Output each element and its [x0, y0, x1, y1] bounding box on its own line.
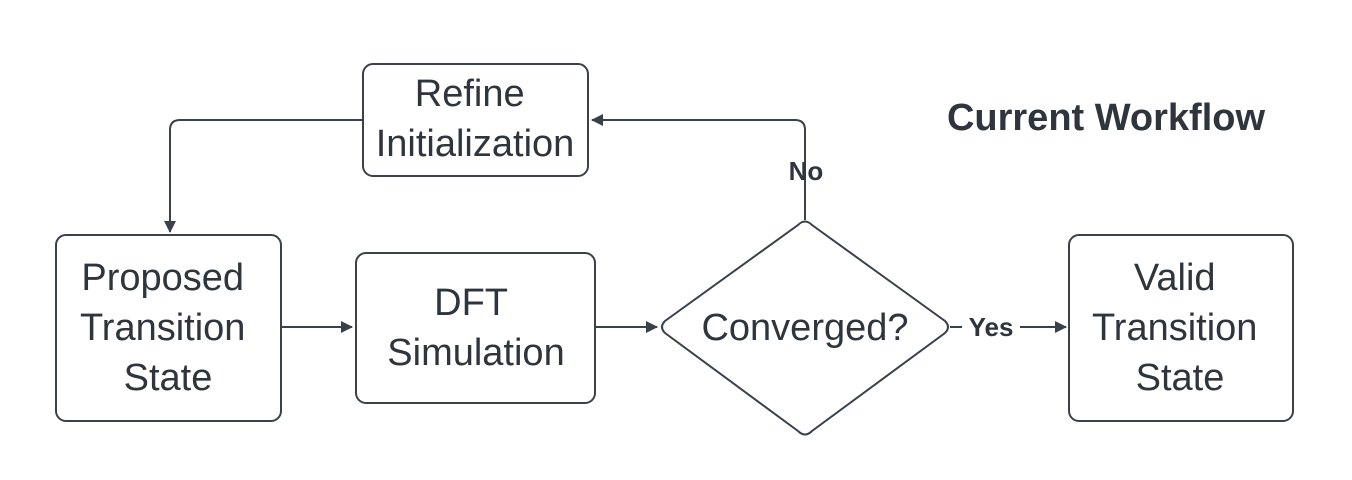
- refine-initialization-label: Refine Initialization: [376, 73, 575, 165]
- valid-transition-state-box: [1068, 234, 1294, 422]
- diagram-title: Current Workflow: [947, 97, 1266, 139]
- edge-label-yes: Yes: [969, 312, 1014, 342]
- proposed-transition-state-label: Proposed Transition State: [80, 257, 256, 399]
- proposed-transition-state-box: [55, 234, 282, 422]
- edge-label-no: No: [789, 156, 824, 186]
- converged-decision-label: Converged?: [701, 307, 908, 349]
- edge-refine-to-proposed: [164, 119, 363, 233]
- dft-simulation-box: [355, 252, 596, 404]
- dft-simulation-label: DFT Simulation: [387, 282, 564, 374]
- converged-decision-diamond: [661, 220, 949, 436]
- edge-no-to-refine: [591, 114, 806, 220]
- refine-initialization-box: [362, 63, 589, 177]
- valid-transition-state-label: Valid Transition State: [1092, 257, 1268, 399]
